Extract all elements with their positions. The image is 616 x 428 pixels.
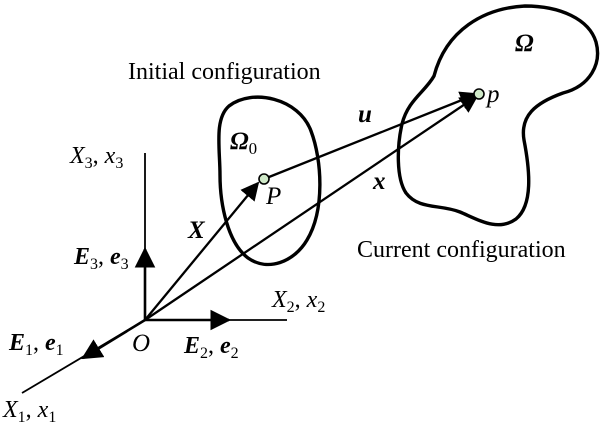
vector-u-label: u — [358, 101, 372, 128]
basis-e2-label: E2, e2 — [183, 333, 239, 362]
current-region-boundary — [396, 4, 600, 227]
basis-e3-label: E3, e3 — [73, 244, 129, 273]
axis-x2-label: X2, x2 — [271, 287, 325, 316]
point-p-label: p — [485, 81, 500, 108]
initial-region-boundary — [217, 95, 322, 267]
omega-label: Ω — [515, 30, 534, 57]
vector-x-label: x — [372, 168, 386, 195]
point-p-marker — [473, 88, 485, 100]
basis-vector-e1 — [81, 318, 146, 360]
axis-x1-label: X1, x1 — [2, 397, 56, 426]
current-configuration-label: Current configuration — [357, 237, 566, 263]
vector-small-x — [144, 94, 479, 321]
basis-e1-label: E1, e1 — [8, 330, 64, 359]
initial-configuration-label: Initial configuration — [128, 59, 321, 85]
vector-capital-x — [144, 181, 260, 321]
point-P-marker — [258, 173, 270, 185]
origin-label: O — [132, 330, 150, 357]
vector-X-label: X — [187, 217, 206, 244]
displacement-vector-u — [263, 91, 479, 181]
axis-x3-label: X3, x3 — [69, 143, 123, 172]
point-P-label: P — [265, 183, 281, 210]
omega0-label: Ω0 — [230, 128, 257, 158]
